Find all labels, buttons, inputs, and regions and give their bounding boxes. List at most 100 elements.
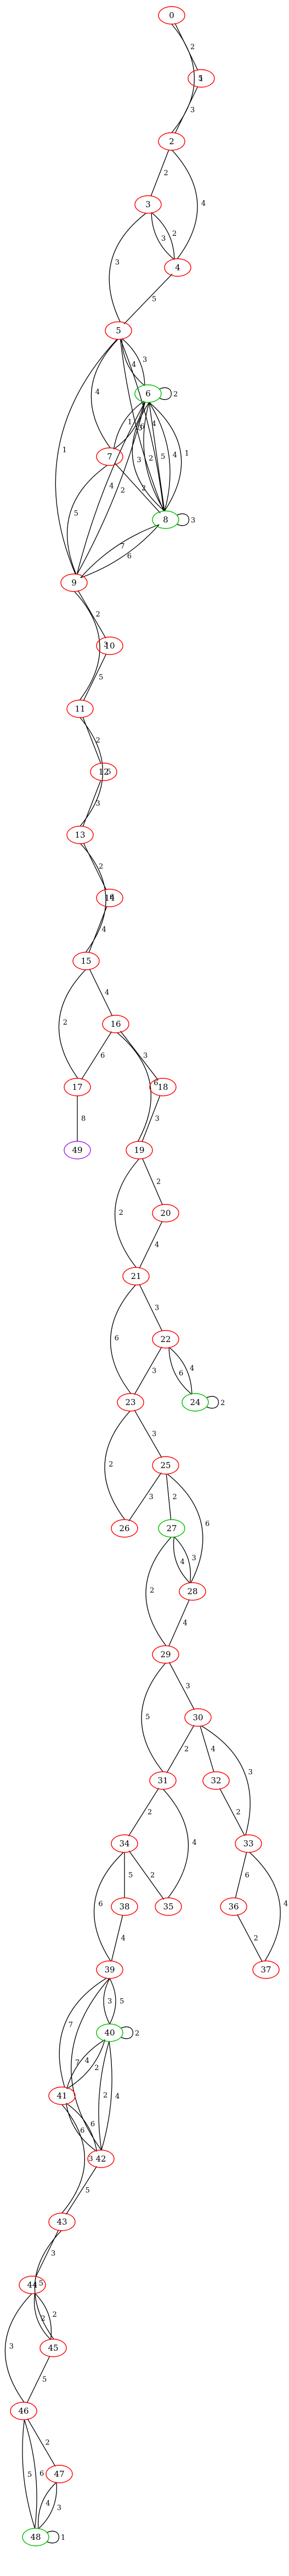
edge-weight-label: 2: [172, 230, 177, 238]
edge-line: [150, 149, 169, 197]
node-label: 26: [119, 1523, 129, 1533]
edge-11-12: 2: [82, 716, 101, 764]
edge-line: [219, 1788, 246, 1836]
edge-weight-label: 2: [156, 1178, 161, 1186]
edge-line: [61, 2104, 86, 2214]
edge-line: [168, 1346, 192, 1395]
edge-weight-label: 2: [141, 485, 146, 493]
node-ellipse: [64, 1078, 91, 1096]
node-label: 35: [163, 1902, 173, 1912]
node-6: 6: [134, 384, 162, 403]
node-ellipse: [48, 2213, 76, 2231]
node-ellipse: [111, 1897, 138, 1916]
edge-line: [66, 2103, 98, 2152]
node-ellipse: [66, 826, 94, 844]
edge-weight-label: 6: [154, 1079, 158, 1087]
edge-weight-label: 5: [74, 510, 78, 518]
node-ellipse: [134, 195, 162, 214]
edge-weight-label: 3: [104, 641, 108, 649]
edge-39-42: 7: [71, 1978, 110, 2151]
edge-41-42: 6: [65, 2103, 97, 2152]
edge-18-19: 3: [141, 1095, 161, 1142]
edge-weight-label: 2: [190, 43, 195, 52]
edge-line: [74, 591, 100, 701]
edge-weight-label: 3: [190, 106, 195, 115]
edge-line: [120, 1031, 158, 1081]
edge-weight-label: 2: [63, 1019, 67, 1027]
edge-line: [151, 212, 175, 260]
node-33: 33: [235, 1834, 262, 1853]
edge-43-44: 3: [35, 2230, 59, 2277]
node-ellipse: [117, 1393, 144, 1412]
edge-line: [128, 1472, 162, 1521]
edge-line: [174, 1536, 191, 1583]
edge-19-20: 2: [141, 1158, 163, 1205]
edge-line: [80, 717, 104, 827]
edge-line: [249, 1852, 281, 1961]
edge-5-6: 3: [121, 338, 147, 386]
edge-6-9: 2: [76, 401, 146, 575]
node-label: 30: [192, 1713, 203, 1722]
edge-weight-label: 3: [115, 259, 120, 267]
node-20: 20: [152, 1204, 179, 1222]
edge-weight-label: 4: [121, 1935, 126, 1943]
edge-weight-label: 3: [107, 1998, 112, 2006]
edge-weight-label: 4: [201, 200, 206, 208]
node-label: 34: [119, 1839, 129, 1849]
node-ellipse: [126, 1141, 153, 1159]
node-ellipse: [48, 2086, 76, 2105]
node-label: 49: [72, 1145, 82, 1155]
edge-5-9: 1: [55, 339, 117, 575]
edge-5-7: 4: [90, 339, 118, 448]
edge-line: [24, 2419, 37, 2529]
node-11: 11: [66, 700, 94, 718]
edge-weight-label: 2: [164, 169, 168, 178]
edge-9-11: 3: [74, 591, 108, 701]
node-ellipse: [134, 384, 162, 403]
edge-27-29: 2: [145, 1537, 172, 1646]
edge-line: [66, 2039, 105, 2089]
edge-line: [66, 464, 108, 575]
node-49: 49: [64, 1141, 91, 1159]
edge-weight-label: 6: [80, 2126, 84, 2135]
edge-weight-label: 6: [39, 2470, 44, 2478]
edge-weight-label: 5: [99, 674, 103, 682]
edge-line: [81, 1031, 112, 1080]
edge-33-37: 4: [249, 1852, 288, 1961]
edge-6-8: 5: [149, 402, 165, 511]
node-label: 7: [107, 452, 112, 462]
edge-30-32: 4: [200, 1726, 216, 1772]
node-ellipse: [152, 510, 179, 529]
edge-line: [201, 1725, 251, 1836]
edge-weight-label: 2: [148, 1809, 152, 1817]
edge-weight-label: 3: [191, 516, 195, 525]
node-35: 35: [155, 1897, 182, 1916]
edge-6-8: 4: [149, 402, 177, 511]
edge-weight-label: 4: [192, 1839, 196, 1847]
edge-31-34: 2: [128, 1788, 160, 1836]
edge-line: [121, 338, 145, 386]
node-label: 46: [18, 2406, 29, 2416]
edge-line: [83, 653, 107, 701]
self-loop-line: [46, 2530, 59, 2544]
edge-weight-label: 4: [46, 2500, 50, 2508]
edge-weight-label: 5: [39, 2279, 43, 2288]
edge-line: [132, 402, 165, 511]
edge-line: [141, 1663, 166, 1772]
edge-weight-label: 2: [99, 863, 103, 871]
edge-line: [82, 780, 101, 827]
node-41: 41: [48, 2086, 76, 2105]
node-label: 13: [75, 830, 85, 840]
edge-line: [149, 402, 165, 511]
edge-line: [128, 1850, 165, 1900]
node-label: 44: [27, 2280, 37, 2290]
edge-weight-label: 4: [284, 1900, 288, 1908]
node-label: 10: [104, 641, 115, 651]
node-ellipse: [111, 1519, 138, 1538]
node-label: 16: [110, 1019, 121, 1029]
edge-38-39: 4: [111, 1915, 126, 1961]
node-ellipse: [158, 132, 185, 151]
edge-41-42: 6: [66, 2103, 98, 2152]
edge-weight-label: 3: [161, 235, 166, 243]
node-ellipse: [96, 447, 123, 466]
